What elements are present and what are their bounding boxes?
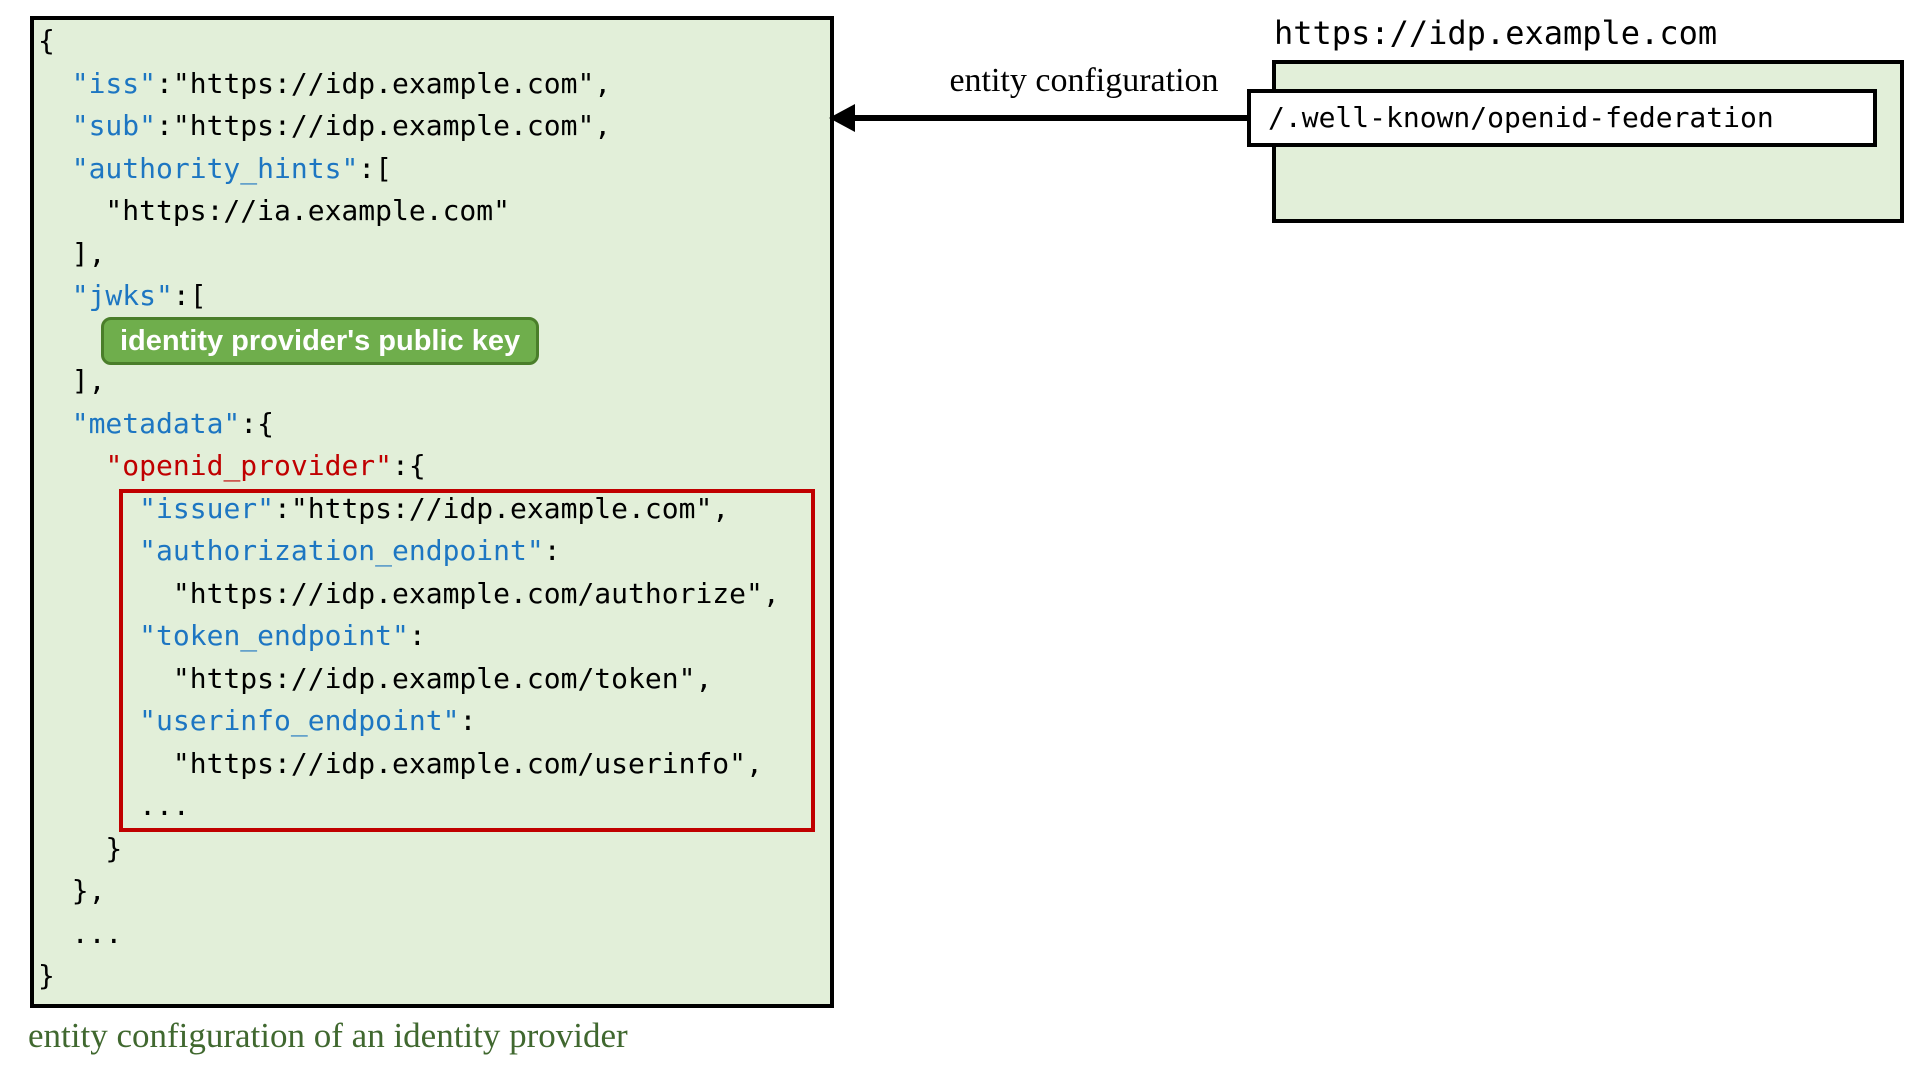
code-line: }, (38, 870, 780, 913)
panel-caption: entity configuration of an identity prov… (28, 1016, 628, 1055)
well-known-path-box: /.well-known/openid-federation (1247, 89, 1877, 147)
code-line: "authority_hints":[ (38, 148, 780, 191)
code-line: "token_endpoint": (38, 615, 780, 658)
json-text: :{ (392, 449, 426, 482)
code-line: ... (38, 785, 780, 828)
code-line: } (38, 828, 780, 871)
json-text: : (459, 704, 477, 737)
json-text: "https://idp.example.com/userinfo", (38, 746, 763, 780)
jwks-public-key-badge: identity provider's public key (101, 317, 540, 365)
code-line: "https://idp.example.com/token", (38, 658, 780, 701)
json-text: : (408, 619, 426, 652)
json-text: ... (38, 789, 190, 822)
code-line: } (38, 955, 780, 998)
json-text: "https://idp.example.com/token", (38, 661, 713, 695)
json-key: "authorization_endpoint" (139, 534, 544, 567)
code-line: { (38, 20, 780, 63)
json-text: ], (38, 364, 106, 397)
json-key: "userinfo_endpoint" (139, 704, 460, 737)
code-line: "authorization_endpoint": (38, 530, 780, 573)
json-text: { (38, 24, 55, 57)
json-text: ... (38, 916, 123, 950)
idp-entity-title: https://idp.example.com (1274, 14, 1718, 52)
entity-configuration-arrow (852, 115, 1247, 121)
json-key: "token_endpoint" (139, 619, 409, 652)
json-text: ], (38, 236, 106, 270)
json-key: "issuer" (139, 491, 275, 525)
code-line: "https://idp.example.com/userinfo", (38, 743, 780, 786)
arrowhead-left-icon (829, 104, 855, 132)
json-key-highlighted: "openid_provider" (105, 449, 393, 482)
code-line: "sub":"https://idp.example.com", (38, 105, 780, 148)
json-key: "iss" (71, 66, 157, 100)
json-text: :[ (358, 151, 393, 185)
entity-configuration-panel (30, 16, 834, 1008)
code-line: ... (38, 913, 780, 956)
json-text: }, (38, 874, 106, 907)
arrow-label: entity configuration (949, 62, 1219, 99)
code-line: ], (38, 360, 780, 403)
code-line: "userinfo_endpoint": (38, 700, 780, 743)
json-text: : (543, 534, 561, 567)
json-text (38, 109, 72, 142)
code-line: "metadata":{ (38, 403, 780, 446)
json-text: } (38, 959, 55, 992)
json-text: :{ (240, 406, 275, 440)
json-key: "metadata" (71, 406, 241, 440)
json-text (38, 449, 105, 482)
json-key: "sub" (71, 109, 157, 142)
code-line: "openid_provider":{ (38, 445, 780, 488)
json-text (38, 407, 72, 440)
code-line: ], (38, 233, 780, 276)
code-line: "https://ia.example.com" (38, 190, 780, 233)
json-key: "authority_hints" (71, 151, 359, 185)
json-text (38, 152, 72, 185)
json-text: :[ (172, 279, 207, 312)
json-code: { "iss":"https://idp.example.com", "sub"… (38, 20, 780, 998)
json-text: "https://idp.example.com/authorize", (38, 576, 780, 610)
json-text: :"https://idp.example.com", (156, 109, 612, 142)
json-text: } (38, 831, 123, 865)
json-text (38, 67, 72, 100)
json-text: :"https://idp.example.com", (274, 491, 730, 525)
json-text: "https://ia.example.com" (38, 194, 511, 227)
json-key: "jwks" (71, 279, 173, 312)
code-line: "jwks":[ (38, 275, 780, 318)
code-line: "https://idp.example.com/authorize", (38, 573, 780, 616)
code-line: "issuer":"https://idp.example.com", (38, 488, 780, 531)
json-text: :"https://idp.example.com", (156, 66, 612, 100)
json-text (38, 279, 72, 312)
code-line: "iss":"https://idp.example.com", (38, 63, 780, 106)
openid-provider-highlight-box (119, 489, 815, 832)
